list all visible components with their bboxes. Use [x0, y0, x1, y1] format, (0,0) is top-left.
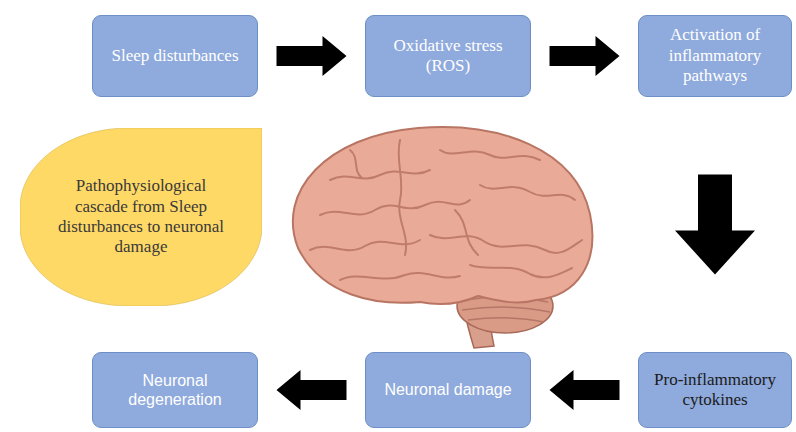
node-label: Sleep disturbances — [112, 46, 239, 66]
process-box: Neuronal damage — [365, 352, 531, 428]
summary-callout: Pathophysiological cascade from Sleep di… — [20, 128, 262, 306]
block-arrow — [675, 175, 755, 275]
process-box: Sleep disturbances — [92, 15, 258, 97]
node-label: Activation of inflammatory pathways — [647, 25, 783, 86]
process-box: Oxidative stress (ROS) — [365, 15, 531, 97]
block-arrow — [550, 36, 620, 76]
process-box: Pro-inflammatory cytokines — [638, 352, 792, 428]
process-box: Neuronal degeneration — [92, 352, 258, 428]
block-arrow — [277, 370, 347, 410]
block-arrow — [277, 36, 347, 76]
node-label: Neuronal degeneration — [105, 371, 245, 409]
block-arrow — [550, 370, 620, 410]
node-label: Oxidative stress (ROS) — [378, 36, 518, 77]
node-label: Pro-inflammatory cytokines — [645, 370, 785, 411]
node-label: Neuronal damage — [384, 380, 511, 399]
cerebrum — [293, 127, 593, 304]
node-label: Pathophysiological cascade from Sleep di… — [54, 176, 229, 258]
process-box: Activation of inflammatory pathways — [638, 15, 792, 97]
